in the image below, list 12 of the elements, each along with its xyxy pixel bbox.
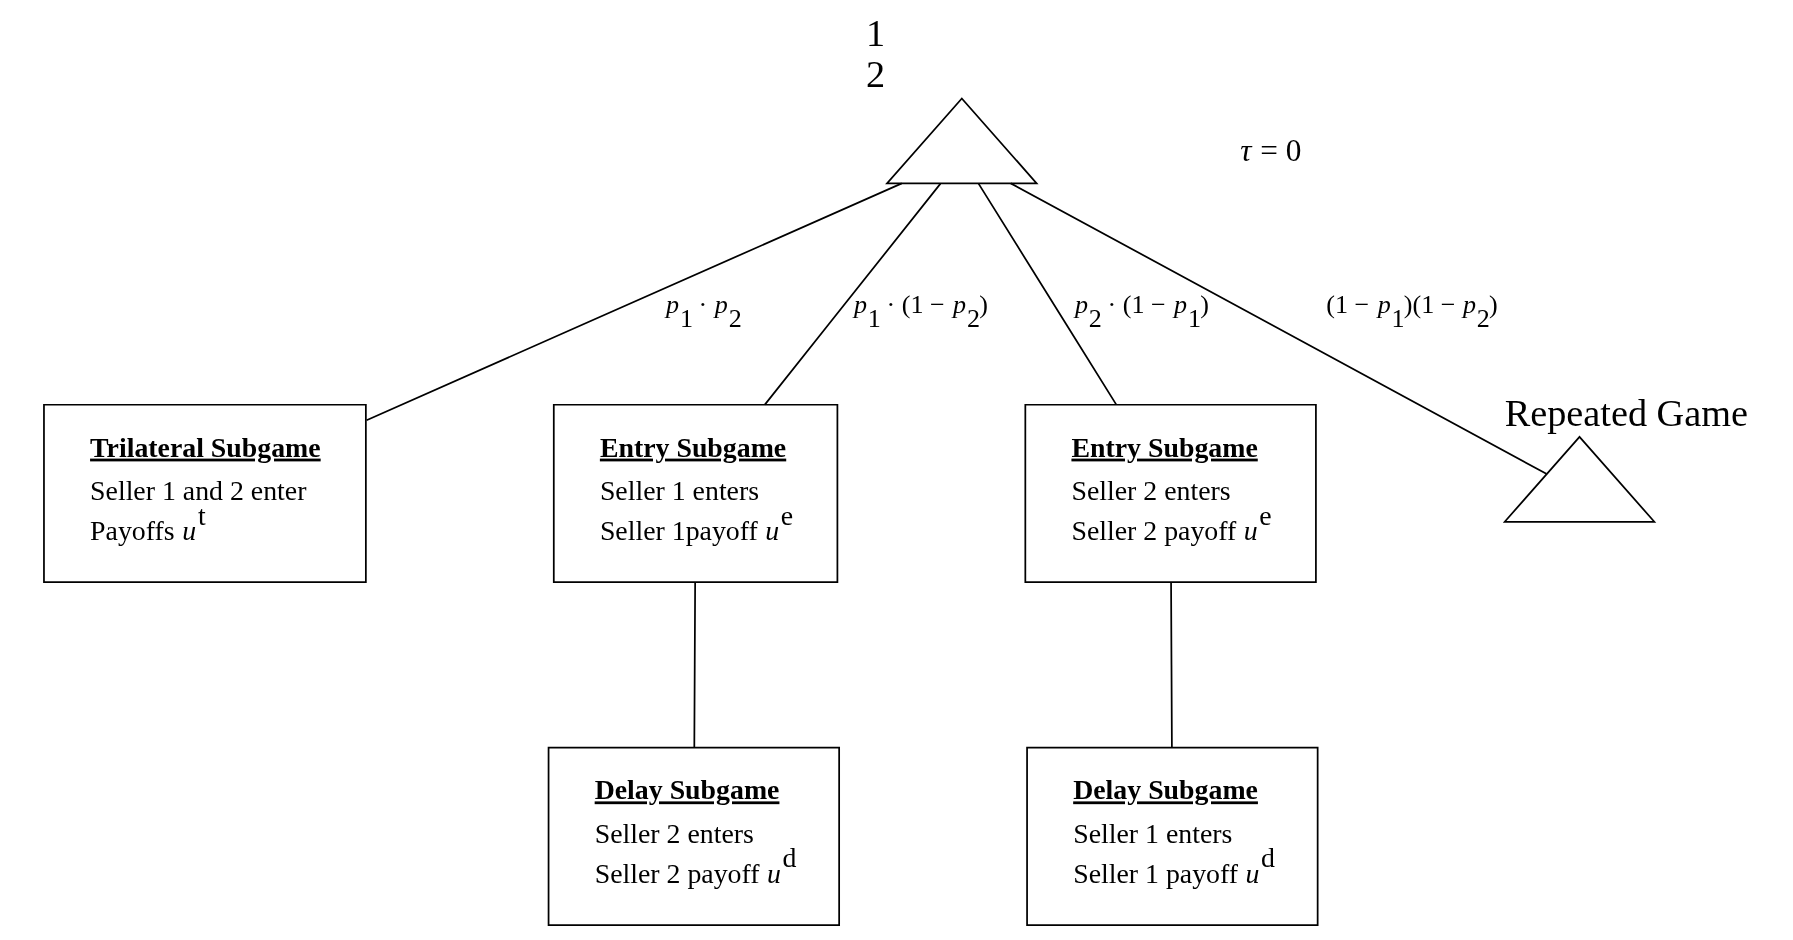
- label: τ = 0: [1239, 132, 1301, 168]
- connector: [692, 581, 696, 749]
- node-label: 2: [865, 53, 885, 96]
- connector: [1169, 581, 1173, 749]
- connector: [365, 182, 903, 422]
- node-triangle: [1502, 435, 1656, 523]
- connector: [977, 182, 1117, 406]
- node-label: 1: [865, 11, 885, 54]
- connector: [763, 182, 941, 406]
- node-label: Repeated Game: [1504, 391, 1748, 434]
- connector: [1009, 182, 1547, 475]
- node-triangle: [884, 97, 1039, 185]
